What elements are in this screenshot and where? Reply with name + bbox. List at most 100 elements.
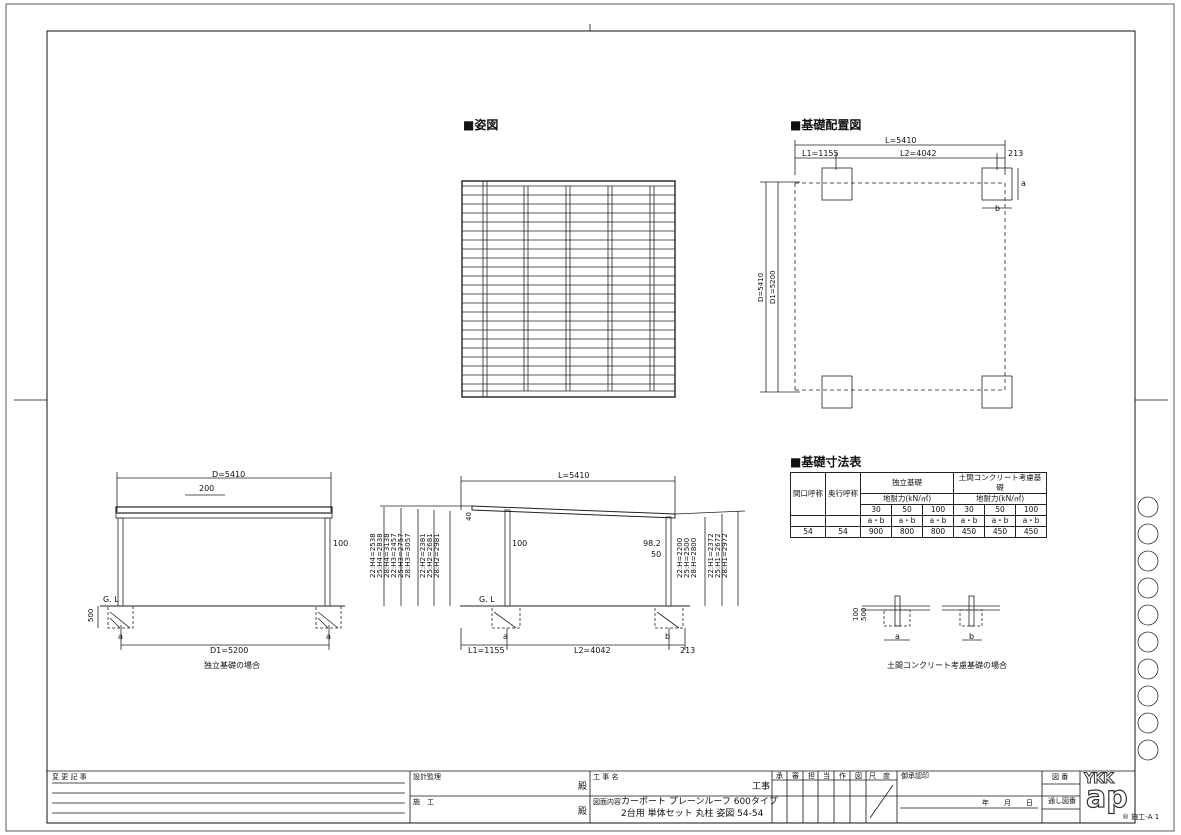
front-right: 213 (680, 646, 696, 655)
cell-v6: 450 (1015, 526, 1047, 538)
dim-l1: L1=1155 (802, 149, 839, 158)
foundation-layout (760, 140, 1019, 409)
month-label: 月 (1004, 799, 1011, 807)
col-7: 尺 (869, 772, 876, 780)
th-bearing2: 地耐力(kN/㎡) (953, 493, 1047, 505)
front-50: 50 (651, 550, 662, 559)
col-6: 図 (855, 772, 862, 780)
front-h40: 40 (465, 512, 473, 521)
th-depth: 奥行呼称 (825, 472, 861, 516)
tono-1: 殿 (578, 782, 588, 792)
th-ab2: a・b (891, 515, 923, 527)
approval-label: 御承認印 (901, 772, 929, 780)
th-group1: 独立基礎 (860, 472, 954, 494)
logo-top: YKK (1084, 771, 1115, 788)
th-ab6: a・b (1015, 515, 1047, 527)
side-a-left: a (118, 632, 123, 641)
side-gl: G. L (103, 595, 119, 604)
title-block-lines (47, 770, 1135, 823)
drawing-line1: カーポート プレーンルーフ 600タイプ (621, 797, 778, 807)
th-ab5: a・b (984, 515, 1016, 527)
front-a: a (503, 632, 508, 641)
th-s2: 50 (891, 504, 923, 516)
th-ab3: a・b (922, 515, 954, 527)
change-record-label: 変 更 記 事 (52, 773, 87, 781)
th-empty2 (825, 515, 861, 527)
th-ab4: a・b (953, 515, 985, 527)
dim-d1: D1=5200 (769, 270, 777, 304)
th-s4: 30 (953, 504, 985, 516)
cell-v1: 900 (860, 526, 892, 538)
h-28: 28:H=2800 (690, 537, 698, 578)
construction-label: 施 工 (413, 798, 434, 806)
dim-a: a (1021, 179, 1026, 188)
col-1: 承 (776, 772, 783, 780)
dim-b: b (995, 204, 1001, 213)
h1-28: 28:H1=2972 (721, 533, 729, 578)
th-s1: 30 (860, 504, 892, 516)
cell-v2: 800 (891, 526, 923, 538)
side-elevation (97, 472, 345, 650)
drawing-line2: 2台用 単体セット 丸柱 姿図 54-54 (621, 809, 764, 819)
front-post: 100 (512, 539, 528, 548)
dim-right: 213 (1008, 149, 1024, 158)
dim-l: L=5410 (885, 136, 917, 145)
side-a-right: a (326, 632, 331, 641)
soil-caption: 土間コンクリート考慮基礎の場合 (887, 661, 1007, 670)
project-label: 工 事 名 (593, 773, 619, 781)
side-top: 200 (199, 484, 215, 493)
th-opening: 間口呼称 (790, 472, 826, 516)
heading-elevation: ■姿図 (463, 118, 499, 132)
th-bearing1: 地耐力(kN/㎡) (860, 493, 954, 505)
front-l1: L1=1155 (468, 646, 505, 655)
h3-28: 28:H3=3057 (404, 533, 412, 578)
col-3: 担 (808, 772, 815, 780)
cell-v5: 450 (984, 526, 1016, 538)
soil-a: a (895, 632, 900, 641)
soil-100: 100 (852, 607, 860, 621)
col-8: 度 (883, 772, 890, 780)
soil-500: 500 (860, 607, 868, 621)
th-group2: 土間コンクリート考慮基礎 (953, 472, 1047, 494)
front-l2: L2=4042 (574, 646, 611, 655)
side-d: D=5410 (212, 470, 246, 479)
col-2: 審 (792, 772, 799, 780)
dim-d: D=5410 (757, 272, 765, 302)
front-b: b (665, 632, 671, 641)
front-982: 98.2 (643, 539, 661, 548)
dim-l2: L2=4042 (900, 149, 937, 158)
drawing-no-label: 図 番 (1052, 773, 1069, 781)
cell-v4: 450 (953, 526, 985, 538)
foundation-table: 間口呼称 奥行呼称 独立基礎 土間コンクリート考慮基礎 地耐力(kN/㎡) 地耐… (790, 472, 1047, 538)
logo-bottom: ap (1085, 780, 1128, 815)
front-elevation (380, 476, 746, 650)
cell-opening: 54 (790, 526, 826, 538)
h2-28: 28:H2=2981 (433, 533, 441, 578)
contents-label: 図面内容 (593, 798, 621, 806)
col-5: 作 (839, 772, 846, 780)
side-depth: 500 (87, 608, 95, 622)
ykk-logo: YKK ap (1082, 771, 1134, 819)
side-d1: D1=5200 (210, 646, 249, 655)
day-label: 日 (1026, 799, 1033, 807)
th-s6: 100 (1015, 504, 1047, 516)
roof-plan (461, 180, 676, 398)
drawing-code: ® 施工-A 1 (1122, 813, 1160, 821)
serial-no-label: 通し図番 (1048, 797, 1076, 805)
table-row: 54 54 900 800 800 450 450 450 (790, 526, 1047, 538)
front-gl: G. L (479, 595, 495, 604)
design-supervisor-label: 設計監理 (413, 773, 441, 781)
heading-foundation-table: ■基礎寸法表 (790, 455, 862, 469)
th-empty1 (790, 515, 826, 527)
soil-b: b (969, 632, 975, 641)
binding-circles (1137, 496, 1159, 761)
heading-foundation-layout: ■基礎配置図 (790, 118, 862, 132)
th-ab1: a・b (860, 515, 892, 527)
side-post: 100 (333, 539, 349, 548)
soil-detail (862, 595, 1000, 641)
cell-v3: 800 (922, 526, 954, 538)
project-suffix: 工事 (752, 782, 771, 792)
front-l: L=5410 (558, 471, 590, 480)
col-4: 当 (823, 772, 830, 780)
